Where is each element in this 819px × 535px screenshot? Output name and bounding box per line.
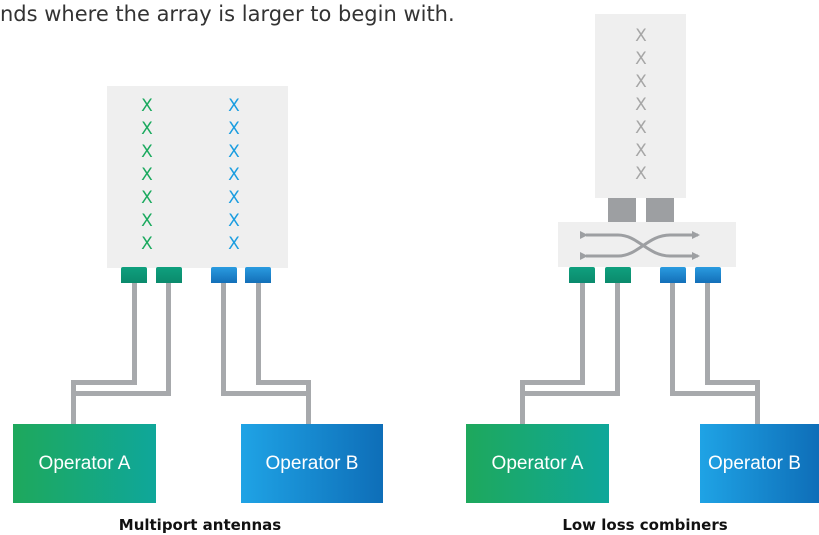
- antenna-element-mark: X: [141, 142, 153, 162]
- cable: [256, 380, 311, 385]
- cable: [520, 380, 585, 385]
- cable: [71, 391, 171, 396]
- antenna-element-mark: X: [635, 164, 647, 184]
- antenna-panel: [107, 86, 288, 268]
- antenna-element-mark: X: [141, 96, 153, 116]
- cable: [520, 391, 620, 396]
- antenna-element-mark: X: [141, 188, 153, 208]
- cable: [580, 283, 585, 385]
- blue-port: [211, 267, 237, 283]
- antenna-element-mark: X: [635, 95, 647, 115]
- cable: [670, 391, 760, 396]
- antenna-element-mark: X: [228, 142, 240, 162]
- blue-port: [695, 267, 721, 283]
- intro-text: nds where the array is larger to begin w…: [0, 2, 455, 26]
- green-port: [569, 267, 595, 283]
- cable: [132, 283, 137, 385]
- cable: [166, 283, 171, 396]
- diagram-caption: Multiport antennas: [118, 516, 282, 534]
- combiner-crossover-arrows: [580, 231, 700, 260]
- operator-b-box: Operator B: [241, 424, 383, 503]
- antenna-element-mark: X: [228, 165, 240, 185]
- cable: [256, 283, 261, 385]
- cable: [755, 380, 760, 427]
- antenna-element-mark: X: [635, 49, 647, 69]
- operator-b-box: Operator B: [700, 424, 819, 503]
- antenna-panel: [595, 14, 686, 198]
- antenna-element-mark: X: [228, 119, 240, 139]
- cable: [221, 391, 311, 396]
- antenna-element-mark: X: [228, 211, 240, 231]
- diagram-caption: Low loss combiners: [562, 516, 728, 534]
- antenna-element-mark: X: [141, 211, 153, 231]
- connector-block: [608, 198, 636, 222]
- cable: [306, 380, 311, 427]
- antenna-element-mark: X: [228, 96, 240, 116]
- antenna-element-mark: X: [141, 165, 153, 185]
- blue-port: [245, 267, 271, 283]
- green-port: [156, 267, 182, 283]
- antenna-element-mark: X: [635, 72, 647, 92]
- cable: [705, 380, 760, 385]
- antenna-element-mark: X: [141, 234, 153, 254]
- cable: [615, 283, 620, 396]
- operator-a-box: Operator A: [13, 424, 156, 503]
- cable: [71, 380, 137, 385]
- antenna-element-mark: X: [228, 234, 240, 254]
- antenna-element-mark: X: [635, 141, 647, 161]
- antenna-element-mark: X: [141, 119, 153, 139]
- cable: [71, 380, 76, 427]
- cable: [705, 283, 710, 385]
- antenna-element-mark: X: [635, 118, 647, 138]
- connector-block: [646, 198, 674, 222]
- cable: [670, 283, 675, 396]
- operator-a-box: Operator A: [466, 424, 609, 503]
- green-port: [121, 267, 147, 283]
- blue-port: [660, 267, 686, 283]
- cable: [221, 283, 226, 396]
- green-port: [605, 267, 631, 283]
- antenna-element-mark: X: [635, 26, 647, 46]
- cable: [520, 380, 525, 427]
- antenna-element-mark: X: [228, 188, 240, 208]
